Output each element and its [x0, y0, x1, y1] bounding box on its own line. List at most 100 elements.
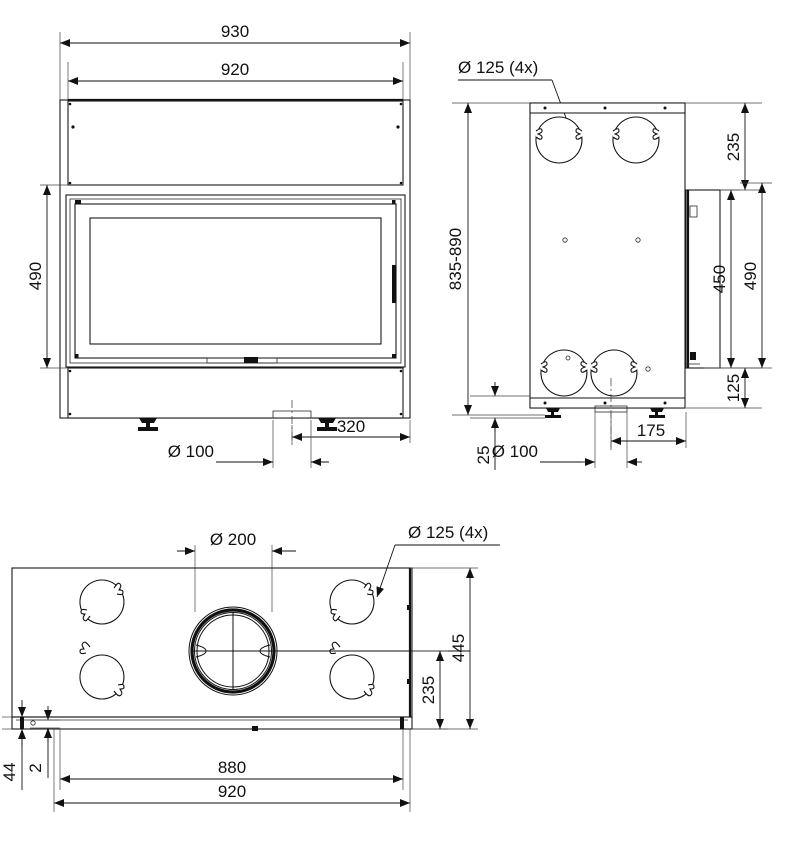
front-upper-fixing-right [396, 125, 400, 129]
dim-front-air-inlet: Ø 100 [168, 420, 329, 468]
view-plan: Ø 200 Ø 125 (4x) [0, 523, 500, 812]
front-lower-corner-tr [399, 369, 403, 373]
side-bottom-fixing-1 [543, 401, 547, 405]
side-top-plate [529, 102, 686, 114]
dim-front-490: 490 [26, 184, 68, 369]
side-mid-fixing-left [562, 237, 568, 243]
front-door-corner-tr [392, 200, 396, 204]
front-glass-pane [89, 217, 382, 345]
front-upper-corner-bl [68, 181, 72, 185]
dim-plan-880: 880 [59, 729, 404, 790]
front-door-corner-tl [75, 200, 79, 204]
dim-side-235: 235 [685, 102, 762, 191]
dim-side-total-height: 835-890 [446, 102, 545, 416]
dim-side-175: 175 [610, 412, 687, 448]
plan-lip-center-mark [252, 726, 258, 731]
dim-label-front-width-inner: 920 [221, 60, 249, 79]
front-door-corner-bl [75, 354, 79, 358]
leader-plan-knockouts: Ø 125 (4x) [376, 523, 500, 598]
dim-plan-flue-outlet: Ø 200 [177, 530, 296, 612]
front-door-latch-right [392, 265, 396, 303]
side-foot-left [545, 408, 561, 418]
front-door-corner-br [392, 354, 396, 358]
dim-label-front-foot-offset: 320 [337, 417, 365, 436]
dim-label-side-450: 450 [710, 265, 729, 293]
dim-label-front-air-inlet: Ø 100 [168, 442, 214, 461]
front-upper-panel [67, 100, 404, 186]
front-door-handle-bar [206, 357, 278, 364]
dim-label-side-235: 235 [724, 133, 743, 161]
front-foot-right [317, 418, 337, 431]
plan-knockout-top-right [329, 579, 375, 625]
dim-label-front-opening-height: 490 [26, 262, 45, 290]
dim-side-25: 25 [470, 382, 545, 470]
dim-plan-2: 2 [26, 706, 60, 778]
dim-label-plan-lip-44: 44 [0, 763, 19, 782]
side-top-fixing-2 [603, 106, 607, 110]
side-knockout-lower-left [540, 349, 588, 397]
front-lower-corner-bl [68, 412, 72, 416]
dim-label-plan-width-inner: 880 [218, 758, 246, 777]
dim-label-side-air-inlet: Ø 100 [492, 442, 538, 461]
front-upper-fixing-left [71, 125, 75, 129]
dim-label-side-total-height: 835-890 [446, 228, 465, 290]
dim-label-plan-width-outer: 920 [218, 782, 246, 801]
plan-lip-tab-right [400, 717, 404, 729]
plan-body-side-tab-lower [407, 679, 411, 684]
dim-front-320: 320 [291, 417, 411, 443]
plan-knockout-bottom-left [79, 641, 125, 700]
side-foot-right [649, 408, 665, 418]
plan-lip-tab-left [20, 717, 24, 729]
side-door-latch-lower [690, 352, 696, 360]
dim-front-920: 920 [67, 60, 404, 100]
dim-plan-235: 235 [412, 650, 448, 730]
front-lower-panel [67, 367, 404, 419]
front-door-frame-mid [69, 198, 402, 364]
dim-plan-44: 44 [0, 700, 26, 790]
front-lower-corner-br [399, 412, 403, 416]
dim-side-490: 490 [740, 182, 772, 369]
dim-side-450: 450 [704, 189, 740, 369]
dim-label-front-width-outer: 930 [221, 22, 249, 41]
front-door-handle-grip [244, 357, 258, 363]
view-front: 930 920 [26, 22, 411, 468]
side-door-hinge-upper [689, 205, 698, 218]
view-side: Ø 125 (4x) [446, 58, 772, 470]
front-door-frame-inner [74, 203, 397, 359]
side-top-fixing-1 [543, 106, 547, 110]
label-side-knockouts: Ø 125 (4x) [458, 58, 538, 77]
front-foot-left [138, 418, 158, 431]
front-upper-corner-br [399, 181, 403, 185]
dim-label-plan-depth-total: 445 [449, 634, 468, 662]
side-knockout-lower-right [590, 349, 638, 397]
side-mid-fixing-right [635, 237, 641, 243]
dim-label-plan-depth-center: 235 [419, 676, 438, 704]
side-door-panel [685, 189, 721, 369]
front-upper-corner-tl [68, 102, 72, 106]
dim-label-side-490: 490 [741, 262, 760, 290]
dim-label-side-125: 125 [724, 374, 743, 402]
dim-label-side-25: 25 [474, 446, 493, 465]
dim-label-plan-lip-2: 2 [26, 763, 45, 772]
dim-front-930: 930 [59, 22, 411, 100]
side-knockout-upper-right [612, 116, 660, 164]
dim-side-air-inlet: Ø 100 [492, 412, 642, 468]
label-plan-knockouts: Ø 125 (4x) [408, 523, 488, 542]
side-knockout-pilot [565, 355, 571, 361]
plan-knockout-bottom-right [329, 641, 375, 700]
plan-body-side-tab-upper [407, 605, 411, 610]
dim-label-plan-flue-outlet: Ø 200 [210, 530, 256, 549]
plan-knockout-top-left [79, 579, 125, 625]
front-lower-corner-tl [68, 369, 72, 373]
side-top-fixing-3 [663, 106, 667, 110]
front-door-frame-outer [65, 194, 406, 368]
side-bottom-plate [529, 397, 686, 409]
dim-side-125: 125 [686, 367, 762, 409]
front-upper-corner-tr [399, 102, 403, 106]
side-bottom-fixing-2 [603, 401, 607, 405]
dim-plan-920: 920 [53, 729, 411, 812]
side-lower-fixing [645, 366, 651, 372]
plan-front-lip [11, 716, 413, 730]
dim-label-side-175: 175 [637, 421, 665, 440]
